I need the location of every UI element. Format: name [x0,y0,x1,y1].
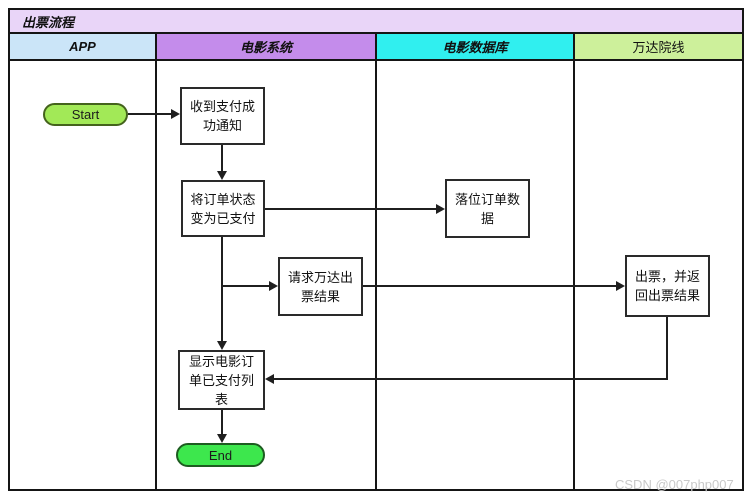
node-issue-ticket-return: 出票，并返回出票结果 [625,255,710,317]
lane-header-app: APP [10,34,155,59]
node-set-order-paid: 将订单状态变为已支付 [181,180,265,237]
arrowhead-into-end [217,434,227,443]
connector-showlist-to-end [221,410,223,436]
arrowhead-into-request [269,281,278,291]
node-end: End [176,443,265,467]
arrowhead-into-setpaid [217,171,227,180]
connector-request-to-issue [363,285,617,287]
connector-branch-to-request [221,285,271,287]
connector-receive-to-setpaid [221,145,223,173]
connector-start-to-receive [128,113,174,115]
node-request-wanda-ticket: 请求万达出票结果 [278,257,363,316]
node-receive-payment-notice: 收到支付成功通知 [180,87,265,145]
arrowhead-into-receive [171,109,180,119]
arrowhead-into-store [436,204,445,214]
connector-issue-to-showlist [273,378,668,380]
arrowhead-into-issue [616,281,625,291]
node-store-order-data: 落位订单数据 [445,179,530,238]
diagram-title-bar: 出票流程 [10,10,742,32]
node-show-paid-orders: 显示电影订单已支付列表 [178,350,265,410]
connector-setpaid-to-store [265,208,439,210]
connector-setpaid-to-showlist [221,237,223,343]
connector-issue-down [666,317,668,380]
lane-divider-3 [573,32,575,489]
arrowhead-into-showlist-top [217,341,227,350]
lane-header-wanda-cinema: 万达院线 [575,34,742,59]
arrowhead-into-showlist-right [265,374,274,384]
lane-divider-1 [155,32,157,489]
lane-header-movie-db: 电影数据库 [377,34,573,59]
diagram-title: 出票流程 [22,14,75,30]
lane-divider-2 [375,32,377,489]
watermark-text: CSDN @007php007 [615,477,734,492]
node-start: Start [43,103,128,126]
lane-header-movie-system: 电影系统 [157,34,375,59]
